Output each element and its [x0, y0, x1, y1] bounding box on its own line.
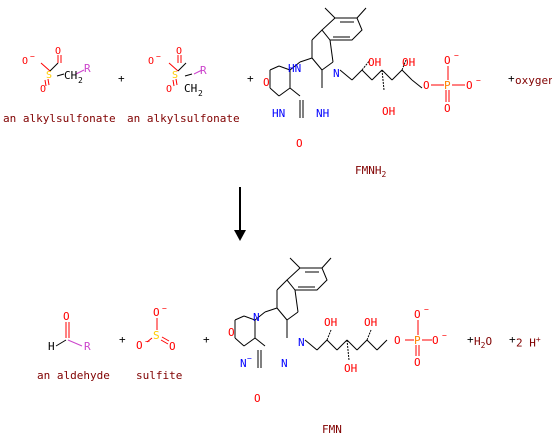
svg-text:−: −: [454, 51, 459, 60]
svg-text:O: O: [136, 339, 143, 352]
svg-text:HN: HN: [272, 107, 285, 120]
alkylsulfonate-label-1: an alkylsulfonate: [3, 112, 116, 125]
fmnh2-label: FMNH2: [355, 164, 387, 180]
svg-text:R: R: [84, 340, 91, 353]
svg-text:O: O: [228, 326, 235, 339]
svg-text:OH: OH: [364, 316, 377, 329]
aldehyde-label: an aldehyde: [37, 369, 110, 382]
svg-text:OH: OH: [344, 362, 357, 375]
svg-text:OH: OH: [368, 56, 381, 69]
svg-text:N: N: [240, 357, 247, 370]
svg-text:2: 2: [198, 89, 203, 98]
svg-text:S: S: [153, 329, 160, 342]
svg-text:O: O: [55, 46, 61, 57]
svg-text:−: −: [145, 337, 150, 346]
svg-text:O: O: [444, 102, 451, 115]
svg-text:OH: OH: [402, 56, 415, 69]
svg-text:O: O: [414, 356, 421, 369]
s-label: S: [46, 70, 52, 81]
svg-text:−: −: [162, 304, 167, 313]
svg-text:CH: CH: [64, 69, 77, 82]
svg-text:O: O: [63, 310, 70, 323]
proton-label: 2 H+: [516, 335, 541, 350]
svg-text:R: R: [200, 64, 207, 77]
svg-text:O: O: [423, 79, 430, 92]
plus-sign: +: [118, 72, 125, 85]
svg-text:O: O: [444, 54, 451, 67]
svg-text:OH: OH: [382, 105, 395, 118]
svg-text:−: −: [442, 331, 447, 340]
svg-text:O: O: [153, 306, 160, 319]
svg-text:O: O: [169, 340, 176, 353]
svg-text:P: P: [414, 334, 421, 347]
svg-text:CH: CH: [184, 82, 197, 95]
svg-text:−: −: [476, 76, 481, 85]
svg-text:O: O: [432, 334, 439, 347]
oxygen-label: oxygen: [515, 74, 552, 87]
fmn-label: FMN: [322, 423, 342, 436]
svg-text:N: N: [298, 336, 305, 349]
plus-sign: +: [247, 72, 254, 85]
svg-text:O: O: [166, 84, 172, 95]
svg-text:O: O: [254, 392, 261, 405]
svg-text:O: O: [148, 56, 154, 67]
o-minus-label: O: [22, 56, 28, 67]
svg-text:N: N: [281, 357, 288, 370]
svg-text:N: N: [253, 311, 260, 324]
svg-text:2: 2: [78, 76, 83, 85]
alkylsulfonate-label-2: an alkylsulfonate: [127, 112, 240, 125]
svg-text:−: −: [247, 354, 252, 363]
svg-text:H: H: [48, 340, 55, 353]
plus-sign: +: [509, 333, 516, 346]
svg-text:O: O: [296, 137, 303, 150]
svg-text:O: O: [263, 76, 270, 89]
svg-text:O: O: [466, 79, 473, 92]
svg-text:HN: HN: [288, 62, 301, 75]
plus-sign: +: [508, 72, 515, 85]
sulfite-label: sulfite: [136, 369, 183, 382]
svg-text:O: O: [40, 84, 46, 95]
svg-text:−: −: [30, 52, 35, 61]
plus-sign: +: [203, 333, 210, 346]
svg-text:O: O: [414, 308, 421, 321]
plus-sign: +: [119, 333, 126, 346]
svg-text:N: N: [333, 67, 340, 80]
svg-text:O: O: [394, 334, 401, 347]
svg-text:S: S: [172, 70, 178, 81]
svg-text:−: −: [424, 305, 429, 314]
svg-text:R: R: [84, 62, 91, 75]
svg-text:OH: OH: [324, 316, 337, 329]
svg-text:−: −: [156, 52, 161, 61]
svg-text:O: O: [176, 46, 182, 57]
svg-text:NH: NH: [316, 107, 329, 120]
plus-sign: +: [467, 333, 474, 346]
svg-text:P: P: [444, 79, 451, 92]
water-label: H2O: [474, 335, 493, 351]
reaction-arrow: [234, 187, 246, 241]
